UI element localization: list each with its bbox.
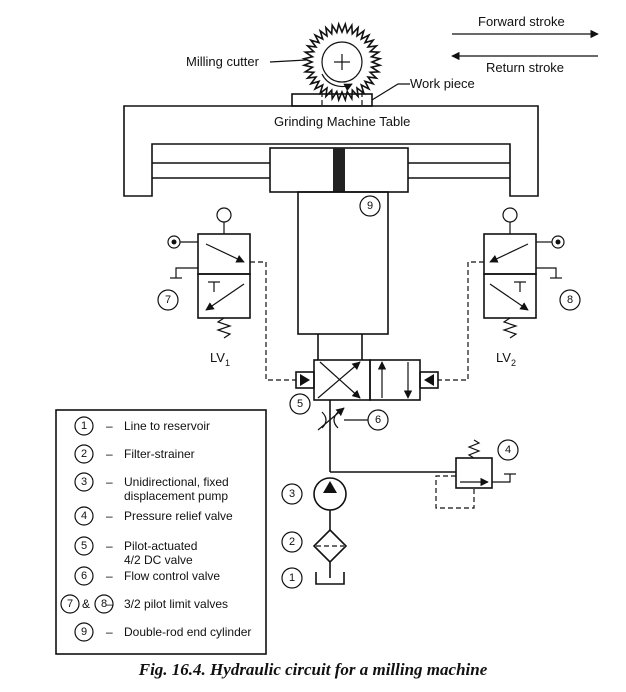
- legend-number: 1: [81, 420, 87, 432]
- svg-text:3: 3: [289, 488, 295, 500]
- svg-text:1: 1: [289, 572, 295, 584]
- legend-dash: –: [106, 625, 113, 639]
- stroke-direction-indicator: Forward stroke Return stroke: [451, 14, 599, 75]
- legend-number: 4: [81, 510, 87, 522]
- callout-8: [559, 289, 581, 311]
- forward-stroke-label: Forward stroke: [478, 14, 565, 29]
- cylinder-body: [297, 191, 389, 335]
- relief-pilot-line: [435, 475, 475, 509]
- legend-number-circle: [74, 506, 94, 526]
- callout-1: [281, 567, 303, 589]
- legend-amp: &: [82, 597, 90, 611]
- table-label: Grinding Machine Table: [274, 114, 410, 129]
- callout-2: [281, 531, 303, 553]
- svg-text:9: 9: [367, 200, 373, 212]
- legend-item: 2 –Filter-strainer: [74, 444, 195, 464]
- figure-caption: Fig. 16.4. Hydraulic circuit for a milli…: [138, 660, 488, 679]
- legend-text: Line to reservoir: [124, 419, 210, 433]
- dc-valve-4-2: [295, 359, 439, 401]
- svg-text:2: 2: [289, 536, 295, 548]
- legend-item: 1 –Line to reservoir: [74, 416, 210, 436]
- legend-dash: –: [106, 509, 113, 523]
- callout-4: [497, 439, 519, 461]
- legend-number-circle: [74, 416, 94, 436]
- callout-7: [157, 289, 179, 311]
- legend-dash: –: [106, 447, 113, 461]
- limit-valve-lv2: [438, 207, 565, 381]
- svg-text:8: 8: [567, 294, 573, 306]
- legend-number-circle: [74, 622, 94, 642]
- limit-valve-lv1: [167, 207, 296, 381]
- legend-item: 7&8–3/2 pilot limit valves: [60, 594, 228, 614]
- grinding-machine-table: [123, 105, 539, 197]
- reservoir: [315, 572, 345, 585]
- legend-text: Pressure relief valve: [124, 509, 233, 523]
- svg-text:6: 6: [375, 414, 381, 426]
- lv1-roller: [216, 207, 232, 223]
- cutter-teeth: [301, 21, 383, 103]
- legend-item: 4 –Pressure relief valve: [74, 506, 233, 526]
- legend-text-line2: 4/2 DC valve: [124, 553, 193, 567]
- legend-text: Pilot-actuated: [124, 539, 197, 553]
- legend-number: 7: [67, 598, 73, 610]
- milling-cutter-label: Milling cutter: [186, 54, 260, 69]
- lv1-label: LV1: [210, 350, 230, 368]
- legend-text: Double-rod end cylinder: [124, 625, 251, 639]
- legend-dash: –: [106, 419, 113, 433]
- legend-number-circle: [74, 536, 94, 556]
- legend-item: 9 –Double-rod end cylinder: [74, 622, 251, 642]
- return-stroke-label: Return stroke: [486, 60, 564, 75]
- legend-number-circle: [60, 594, 80, 614]
- svg-text:4: 4: [505, 444, 511, 456]
- lv1-exhaust: [175, 267, 198, 278]
- legend-dash: –: [106, 475, 113, 489]
- flow-control-valve: [321, 411, 327, 429]
- legend-number-circle: [74, 566, 94, 586]
- rotation-arrow: [321, 73, 353, 92]
- lv2-spring: [502, 317, 518, 339]
- legend-text-line2: displacement pump: [124, 489, 228, 503]
- svg-text:5: 5: [297, 398, 303, 410]
- legend-number: 9: [81, 626, 87, 638]
- lv1-spring: [216, 317, 232, 339]
- legend-number: 5: [81, 540, 87, 552]
- cutter-hub: [321, 41, 363, 83]
- legend-number-circle: [74, 444, 94, 464]
- double-rod-cylinder: [152, 147, 510, 335]
- legend-text: 3/2 pilot limit valves: [124, 597, 228, 611]
- callout-3: [281, 483, 303, 505]
- lv2-label: LV2: [496, 350, 516, 368]
- svg-text:7: 7: [165, 294, 171, 306]
- legend-number: 6: [81, 570, 87, 582]
- piston: [333, 148, 345, 192]
- legend-dash: –: [106, 597, 113, 611]
- callout-9: [359, 195, 381, 217]
- lv2-pilot-line: [438, 261, 484, 381]
- pressure-relief-valve: [435, 439, 516, 509]
- callout-5: [289, 393, 311, 415]
- legend-number: 3: [81, 476, 87, 488]
- legend-box: [55, 409, 267, 655]
- relief-spring: [467, 439, 481, 459]
- legend-number-circle: [74, 472, 94, 492]
- legend-number: 8: [101, 598, 107, 610]
- lv2-exhaust: [536, 267, 557, 278]
- work-piece-label: Work piece: [410, 76, 475, 91]
- legend-dash: –: [106, 539, 113, 553]
- legend-number-circle: [94, 594, 114, 614]
- lv1-pilot-line: [250, 261, 296, 381]
- legend-text: Flow control valve: [124, 569, 220, 583]
- legend-text: Filter-strainer: [124, 447, 195, 461]
- legend-text: Unidirectional, fixed: [124, 475, 229, 489]
- milling-cutter: [301, 21, 383, 103]
- lv2-roller: [502, 207, 518, 223]
- legend-item: 6 –Flow control valve: [74, 566, 220, 586]
- legend-number: 2: [81, 448, 87, 460]
- legend-dash: –: [106, 569, 113, 583]
- legend: 1–Line to reservoir2–Filter-strainer3–Un…: [60, 416, 251, 642]
